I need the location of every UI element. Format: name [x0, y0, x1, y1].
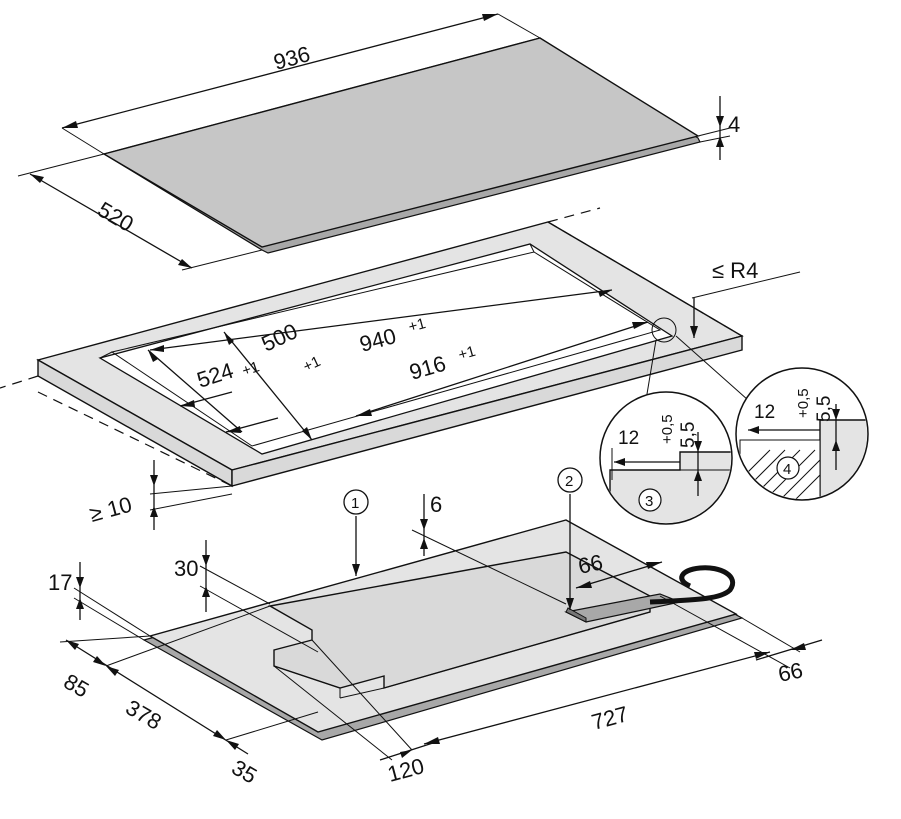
det3-12: 12	[618, 428, 639, 449]
callout-1: 1	[351, 495, 359, 512]
callout-2: 2	[565, 473, 573, 490]
det4-55: 5,5	[814, 396, 835, 422]
dim-66-side: 66	[741, 617, 823, 687]
label-6: 6	[430, 492, 442, 517]
label-936: 936	[271, 41, 313, 75]
dim-thickness-4: 4	[697, 96, 740, 160]
det3-55: 5,5	[678, 422, 699, 448]
det4-12: 12	[754, 402, 775, 423]
label-916-tol: +1	[456, 343, 477, 364]
callout-1-group: 1	[343, 489, 369, 576]
label-66-side: 66	[776, 657, 805, 687]
label-85: 85	[60, 669, 94, 703]
label-524-tol: +1	[240, 358, 262, 379]
label-30: 30	[174, 556, 198, 581]
radius-callout: ≤ R4	[645, 258, 801, 401]
label-66-top: 66	[576, 549, 605, 579]
callout-3: 3	[645, 493, 653, 510]
detail-4: 12 +0,5 5,5 4	[735, 367, 869, 501]
hob-unit	[142, 519, 744, 741]
label-500-tol: +1	[301, 353, 324, 376]
glass-plate	[102, 37, 701, 254]
callout-2-group: 2	[557, 467, 583, 610]
label-35: 35	[228, 755, 262, 789]
label-min-gap: ≥ 10	[87, 492, 135, 527]
callout-4: 4	[783, 461, 791, 478]
label-378: 378	[122, 695, 166, 735]
detail-3: 12 +0,5 5,5 3	[599, 391, 733, 525]
dim-17: 17	[48, 562, 151, 641]
label-940-tol: +1	[407, 315, 428, 336]
det4-05: +0,5	[795, 388, 812, 418]
dim-6: 6	[411, 492, 567, 605]
dim-30: 30	[174, 540, 319, 653]
label-120: 120	[385, 753, 427, 787]
label-17: 17	[48, 570, 72, 595]
label-radius: ≤ R4	[712, 258, 758, 283]
label-520: 520	[94, 197, 138, 237]
det3-05: +0,5	[659, 414, 676, 444]
dim-66-top: 66	[575, 549, 663, 589]
label-727: 727	[589, 701, 631, 735]
label-4: 4	[728, 112, 740, 137]
